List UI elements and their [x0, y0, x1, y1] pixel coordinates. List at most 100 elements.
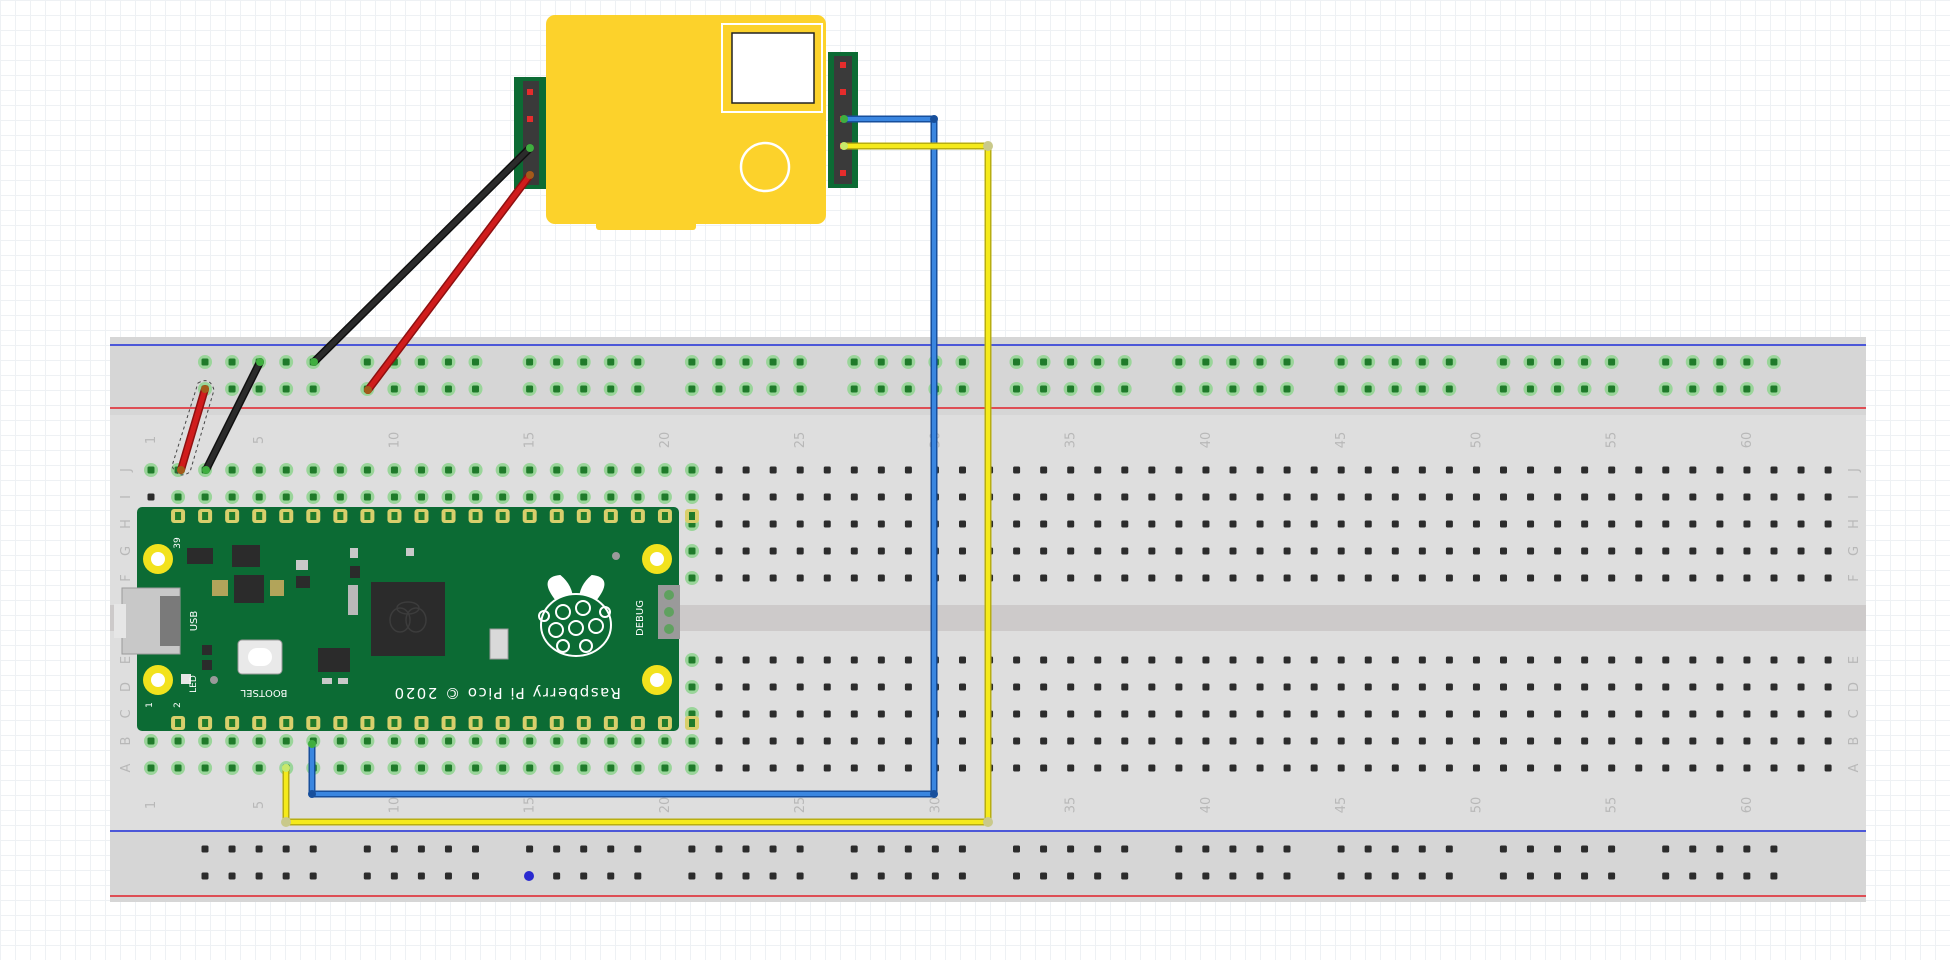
breadboard-hole[interactable] [1256, 493, 1264, 501]
breadboard-hole[interactable] [1283, 547, 1291, 555]
breadboard-hole[interactable] [1364, 872, 1372, 880]
breadboard-hole[interactable] [1337, 385, 1345, 393]
breadboard-hole[interactable] [1445, 493, 1453, 501]
breadboard-hole[interactable] [1283, 358, 1291, 366]
breadboard-hole[interactable] [1229, 466, 1237, 474]
breadboard-hole[interactable] [1040, 683, 1048, 691]
breadboard-hole[interactable] [1094, 764, 1102, 772]
breadboard-hole[interactable] [1500, 520, 1507, 528]
breadboard-hole[interactable] [1202, 466, 1210, 474]
breadboard-hole[interactable] [1689, 358, 1697, 366]
breadboard-hole[interactable] [1581, 737, 1589, 745]
breadboard-hole[interactable] [1148, 764, 1156, 772]
breadboard-hole[interactable] [959, 737, 966, 745]
breadboard-hole[interactable] [742, 872, 750, 880]
breadboard-hole[interactable] [472, 358, 479, 366]
breadboard-hole[interactable] [1364, 737, 1372, 745]
breadboard-hole[interactable] [1635, 764, 1643, 772]
breadboard-hole[interactable] [1581, 656, 1589, 664]
breadboard-hole[interactable] [1013, 872, 1020, 880]
breadboard-hole[interactable] [1013, 358, 1020, 366]
breadboard-hole[interactable] [1310, 547, 1318, 555]
breadboard-hole[interactable] [688, 764, 696, 772]
breadboard-hole[interactable] [1094, 872, 1102, 880]
breadboard-hole[interactable] [1391, 547, 1399, 555]
breadboard-hole[interactable] [1229, 574, 1237, 582]
breadboard-hole[interactable] [850, 547, 858, 555]
breadboard-hole[interactable] [1689, 466, 1697, 474]
breadboard-hole[interactable] [850, 656, 858, 664]
breadboard-hole[interactable] [1256, 385, 1264, 393]
breadboard-hole[interactable] [1040, 466, 1048, 474]
breadboard-hole[interactable] [1283, 845, 1291, 853]
breadboard-hole[interactable] [1770, 872, 1778, 880]
breadboard-hole[interactable] [1824, 710, 1832, 718]
breadboard-hole[interactable] [1635, 493, 1643, 501]
breadboard-hole[interactable] [607, 493, 615, 501]
breadboard-hole[interactable] [1337, 710, 1345, 718]
breadboard-hole[interactable] [1445, 872, 1453, 880]
breadboard-hole[interactable] [1526, 358, 1534, 366]
breadboard-hole[interactable] [1175, 385, 1183, 393]
breadboard-hole[interactable] [1121, 385, 1129, 393]
breadboard-hole[interactable] [1472, 493, 1480, 501]
breadboard-hole[interactable] [742, 466, 750, 474]
breadboard-hole[interactable] [553, 466, 561, 474]
breadboard-hole[interactable] [959, 574, 966, 582]
breadboard-hole[interactable] [1608, 358, 1616, 366]
breadboard-hole[interactable] [1202, 737, 1210, 745]
breadboard-hole[interactable] [1445, 764, 1453, 772]
breadboard-hole[interactable] [1472, 520, 1480, 528]
breadboard-hole[interactable] [1554, 710, 1562, 718]
breadboard-hole[interactable] [634, 466, 642, 474]
breadboard-hole[interactable] [1662, 764, 1670, 772]
breadboard-hole[interactable] [877, 358, 885, 366]
breadboard-hole[interactable] [390, 737, 398, 745]
breadboard-hole[interactable] [1445, 520, 1453, 528]
breadboard-hole[interactable] [1391, 683, 1399, 691]
breadboard-hole[interactable] [1013, 656, 1021, 664]
breadboard-hole[interactable] [1121, 872, 1129, 880]
wire-black[interactable] [311, 145, 533, 365]
breadboard-hole[interactable] [1067, 737, 1075, 745]
breadboard-hole[interactable] [1716, 466, 1724, 474]
breadboard-hole[interactable] [1175, 358, 1183, 366]
breadboard-hole[interactable] [1256, 574, 1264, 582]
breadboard-hole[interactable] [1067, 385, 1075, 393]
breadboard-hole[interactable] [850, 493, 858, 501]
breadboard-hole[interactable] [1148, 683, 1156, 691]
breadboard-hole[interactable] [1824, 520, 1832, 528]
breadboard-hole[interactable] [1635, 737, 1643, 745]
breadboard-hole[interactable] [1445, 574, 1453, 582]
breadboard-hole[interactable] [1824, 737, 1832, 745]
breadboard-hole[interactable] [1554, 466, 1562, 474]
breadboard-hole[interactable] [1635, 656, 1643, 664]
breadboard-hole[interactable] [877, 872, 885, 880]
breadboard-hole[interactable] [1013, 547, 1021, 555]
breadboard-hole[interactable] [769, 574, 777, 582]
breadboard-hole[interactable] [1445, 710, 1453, 718]
breadboard-hole[interactable] [336, 493, 344, 501]
breadboard-hole[interactable] [390, 872, 398, 880]
breadboard-hole[interactable] [688, 872, 696, 880]
breadboard-hole[interactable] [742, 547, 750, 555]
breadboard-hole[interactable] [282, 385, 290, 393]
breadboard-hole[interactable] [255, 737, 263, 745]
breadboard-hole[interactable] [1824, 574, 1832, 582]
breadboard-hole[interactable] [634, 845, 642, 853]
breadboard-hole[interactable] [1418, 385, 1426, 393]
breadboard-hole[interactable] [1662, 656, 1670, 664]
breadboard-hole[interactable] [1364, 683, 1372, 691]
breadboard-hole[interactable] [904, 520, 912, 528]
breadboard-hole[interactable] [1310, 764, 1318, 772]
breadboard-hole[interactable] [1554, 574, 1562, 582]
breadboard-hole[interactable] [282, 358, 290, 366]
breadboard-hole[interactable] [201, 872, 209, 880]
breadboard-hole[interactable] [1500, 574, 1507, 582]
breadboard-hole[interactable] [607, 764, 615, 772]
breadboard-hole[interactable] [1608, 385, 1616, 393]
breadboard-hole[interactable] [769, 872, 777, 880]
breadboard-hole[interactable] [1797, 737, 1805, 745]
breadboard-hole[interactable] [1337, 737, 1345, 745]
breadboard-hole[interactable] [445, 493, 453, 501]
